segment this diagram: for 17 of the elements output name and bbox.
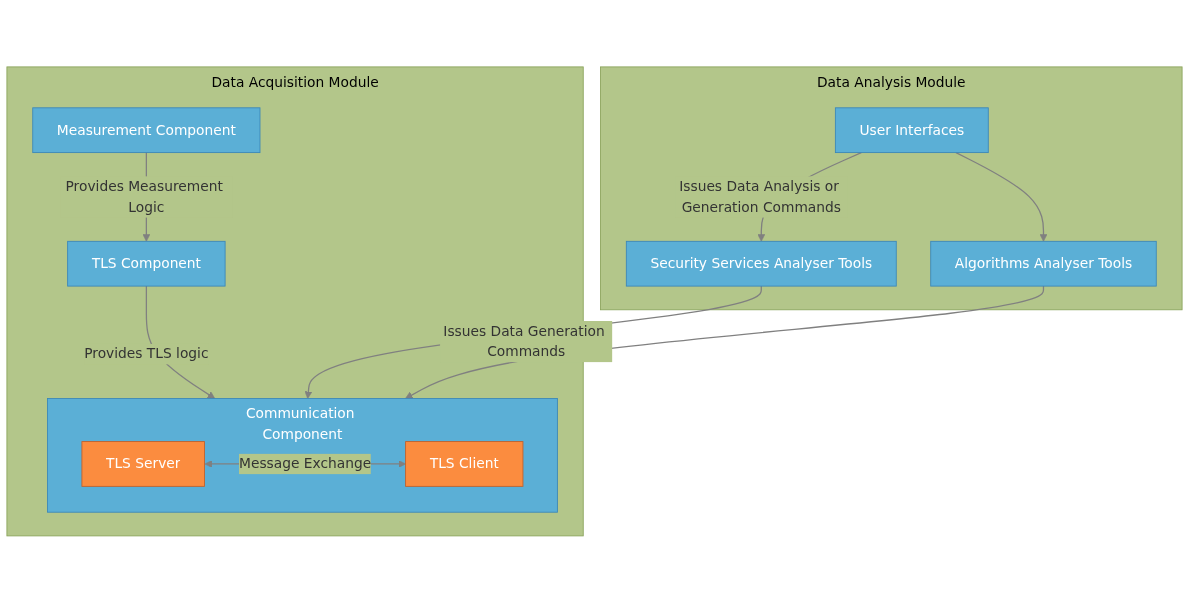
edge-label: Issues Data Analysis or Generation Commands — [679, 178, 841, 216]
edge-label: Provides TLS logic — [84, 345, 209, 363]
edge-label: Issues Data Generation Commands — [443, 322, 605, 360]
node-box — [32, 107, 261, 154]
node-box — [405, 441, 524, 487]
edge-label: Provides Measurement Logic — [65, 178, 223, 216]
node-box — [625, 241, 897, 287]
node-box — [81, 441, 205, 487]
edge-label: Message Exchange — [239, 455, 372, 472]
arrow — [304, 285, 762, 399]
diagram: Data Acquisition Module Data Analysis Module Provides Measurement Logic Issues Data Analysis or Generation Commands Provides TLS logic Issues Data Generation Commands Communication Component TLS Server Message Exchange TLS Client Measurement Component TLS Component User Interfaces Security Services Analyser Tools Algorithms Analyser Tools — [0, 60, 1189, 543]
node-box — [930, 241, 1157, 287]
cluster — [47, 398, 558, 513]
cluster — [600, 66, 1183, 311]
node-box — [67, 241, 226, 287]
arrow — [955, 152, 1048, 242]
node-box — [834, 107, 989, 154]
